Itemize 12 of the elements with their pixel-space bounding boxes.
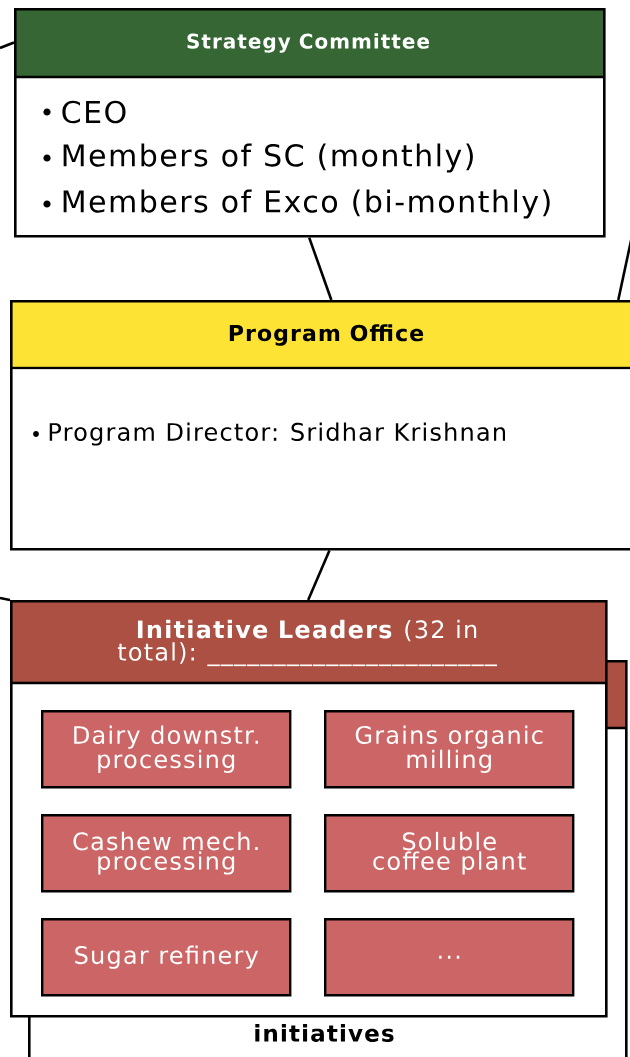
- initiative-box: Dairy downstr. processing: [41, 710, 292, 789]
- initiative-box: Grains organic milling: [324, 710, 575, 789]
- connector-line: [0, 596, 11, 602]
- initiative-box: Cashew mech. processing: [41, 814, 292, 893]
- initiative-box: Sugar refinery: [41, 918, 292, 997]
- connector-line: [0, 41, 15, 50]
- initiative-box: ...: [324, 918, 575, 997]
- initiative-box: Soluble coffee plant: [324, 814, 575, 893]
- connector-line: [307, 550, 331, 601]
- connector-line: [308, 237, 333, 301]
- org-box: Strategy Committee CEO Members of SC (monthly) Members of Exco (bi-monthly): [14, 8, 606, 238]
- org-box: Program Office Program Director: Sridhar Krishnan: [10, 300, 630, 551]
